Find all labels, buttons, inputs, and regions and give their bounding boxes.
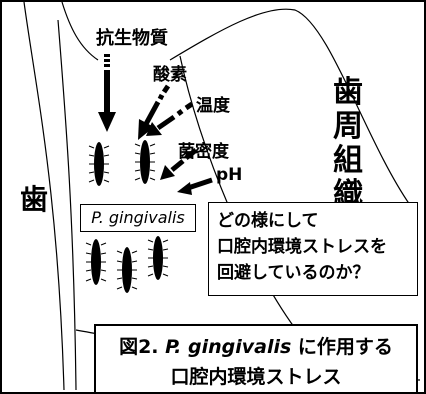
tooth-outline <box>23 1 65 391</box>
label-temperature: 温度 <box>196 96 230 116</box>
label-bacterial-density: 菌密度 <box>178 142 229 162</box>
label-tooth: 歯 <box>20 183 49 216</box>
question-line-3: 回避しているのか？ <box>217 263 370 283</box>
oxygen-arrow <box>138 84 171 140</box>
figure-caption: 図2. P. gingivalis に作用する 口腔内環境ストレス <box>94 324 418 394</box>
gingival-sulcus-line <box>57 19 77 391</box>
ph-arrow <box>177 177 213 195</box>
caption-line-1: 図2. P. gingivalis に作用する <box>96 332 416 362</box>
antibiotics-arrow <box>98 54 116 132</box>
question-box: どの様にして 口腔内環境ストレスを 回避しているのか？ <box>208 202 418 296</box>
question-line-1: どの様にして <box>217 211 319 231</box>
caption-organism: P. gingivalis <box>165 336 292 358</box>
bacterium-2 <box>134 140 156 184</box>
label-ph: pH <box>216 165 243 185</box>
organism-label-box: P. gingivalis <box>80 204 196 232</box>
bacterium-3 <box>85 239 107 285</box>
bacterium-1 <box>88 142 110 186</box>
caption-line-2: 口腔内環境ストレス <box>170 366 342 388</box>
density-arrow <box>160 148 198 180</box>
caption-suffix: に作用する <box>297 336 393 358</box>
label-oxygen: 酸素 <box>153 65 187 85</box>
label-antibiotics: 抗生物質 <box>96 28 168 49</box>
label-periodontal-tissue: 歯周組織 <box>333 75 363 212</box>
temperature-arrow <box>146 101 194 136</box>
caption-prefix: 図2. <box>119 336 159 358</box>
bacterium-4 <box>116 247 138 293</box>
bacterium-5 <box>147 236 169 280</box>
question-line-2: 口腔内環境ストレスを <box>217 237 387 257</box>
gum-left-line <box>61 1 99 61</box>
